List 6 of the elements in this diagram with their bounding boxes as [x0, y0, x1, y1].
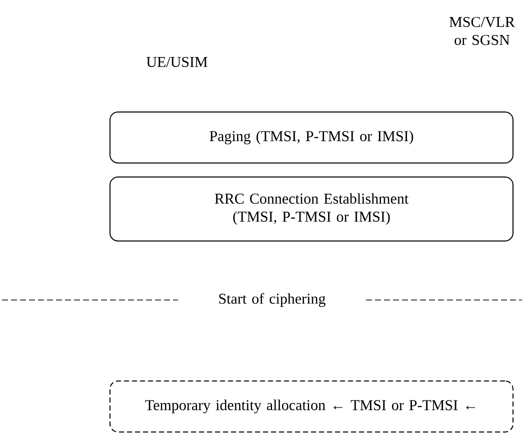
section-label: Start of ciphering [219, 293, 326, 307]
message-box: Paging (TMSI, P-TMSI or IMSI) [110, 111, 514, 164]
entity-label: UE/USIM [146, 56, 208, 68]
message-box: RRC Connection Establishment (TMSI, P-TMSI or IMSI) [110, 176, 514, 242]
allocation-box: Temporary identity allocation ← TMSI or P-TMSI ← [110, 380, 514, 432]
entity-label: MSC/VLR or SGSN [450, 16, 515, 46]
